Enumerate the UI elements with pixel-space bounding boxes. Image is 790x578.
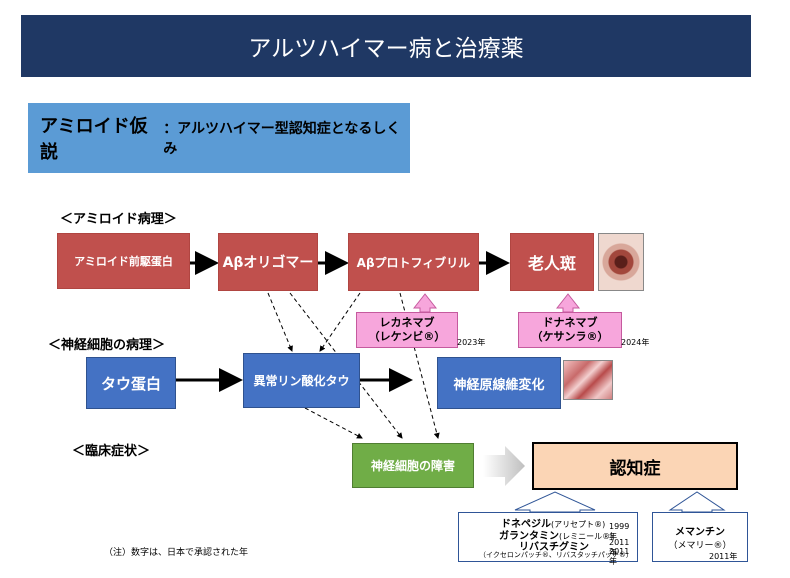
abeta-protofibril-box: Aβプロトフィブリル [348,233,479,291]
block-arrow-damage-dementia [483,446,525,486]
senile-plaque-label: 老人斑 [527,254,576,273]
abeta-protofibril-label: Aβプロトフィブリル [356,255,471,270]
section-neuron-label: ＜神経細胞の病理＞ [48,338,166,353]
hypothesis-banner: アミロイド仮説 ：アルツハイマー型認知症となるしくみ [28,103,410,173]
rivastigmine-brand: （イクセロンパッチ®、リバスタッチパッチ®） [479,551,633,559]
abeta-oligomer-box: Aβオリゴマー [218,233,318,291]
lecanemab-brand: （レケンビ®） [368,330,446,343]
up-arrow-donanemab [555,293,581,313]
up-arrow-cholinesterase [514,491,596,513]
neurofibrillary-tangle-label: 神経原線維変化 [453,377,545,393]
donanemab-name: ドナネマブ [542,316,598,329]
up-arrow-lecanemab [412,293,438,313]
hypothesis-title: アミロイド仮説 [40,116,148,163]
senile-plaque-box: 老人斑 [510,233,594,291]
rivastigmine-year: 2011年 [609,547,630,566]
phospho-tau-label: 異常リン酸化タウ [253,374,350,388]
tangle-micrograph-image [563,360,613,400]
dashed-oligomer-ptau [267,292,293,352]
rivastigmine-entry: リバスチグミン [519,538,589,553]
lecanemab-name: レカネマブ [379,316,435,329]
dashed-protofibril-ptau [319,292,361,352]
memantine-brand: （メマリー®） [668,541,732,551]
dashed-ptau-damage [304,407,363,439]
hypothesis-subtitle: ：アルツハイマー型認知症となるしくみ [163,121,401,157]
up-arrow-memantine [668,491,726,513]
neuronal-damage-box: 神経細胞の障害 [352,443,474,488]
lecanemab-year: 2023年 [457,338,486,347]
neuronal-damage-label: 神経細胞の障害 [370,459,455,473]
plaque-micrograph-image [598,233,644,291]
donanemab-box: ドナネマブ （ケサンラ®） [518,312,622,348]
galantamine-name: ガランタミン [499,531,559,542]
donepezil-brand: (アリセプト®) [551,520,606,529]
dementia-label: 認知症 [609,458,661,479]
amyloid-precursor-label: アミロイド前駆蛋白 [74,255,173,268]
galantamine-brand: (レミニール®) [559,532,614,541]
memantine-box: メマンチン （メマリー®） 2011年 [652,512,748,562]
phospho-tau-box: 異常リン酸化タウ [243,353,360,408]
donanemab-year: 2024年 [621,338,650,347]
rivastigmine-name: リバスチグミン [519,542,589,553]
donepezil-year: 1999年 [609,522,630,541]
tau-protein-label: タウ蛋白 [100,374,161,393]
donanemab-brand: （ケサンラ®） [531,330,609,343]
page-title-text: アルツハイマー病と治療薬 [248,36,524,62]
galantamine-entry: ガランタミン(レミニール®) [499,527,613,542]
donepezil-name: ドネペジル [501,519,551,530]
dementia-box: 認知症 [532,442,738,490]
galantamine-year: 2011年 [609,538,630,557]
amyloid-precursor-box: アミロイド前駆蛋白 [57,233,190,289]
memantine-year: 2011年 [709,552,738,561]
memantine-name: メマンチン [675,527,725,538]
section-amyloid-label: ＜アミロイド病理＞ [60,212,177,227]
donepezil-entry: ドネペジル(アリセプト®) [501,515,605,530]
lecanemab-box: レカネマブ （レケンビ®） [356,312,458,348]
cholinesterase-inhibitors-box: ドネペジル(アリセプト®) ガランタミン(レミニール®) 1999年 リバスチグ… [458,512,638,566]
neurofibrillary-tangle-box: 神経原線維変化 [437,357,561,409]
section-clinical-label: ＜臨床症状＞ [72,444,151,459]
page-title: アルツハイマー病と治療薬 [21,15,751,77]
tau-protein-box: タウ蛋白 [86,357,176,409]
approval-year-note: （注）数字は、日本で承認された年 [104,548,249,558]
abeta-oligomer-label: Aβオリゴマー [222,255,314,271]
